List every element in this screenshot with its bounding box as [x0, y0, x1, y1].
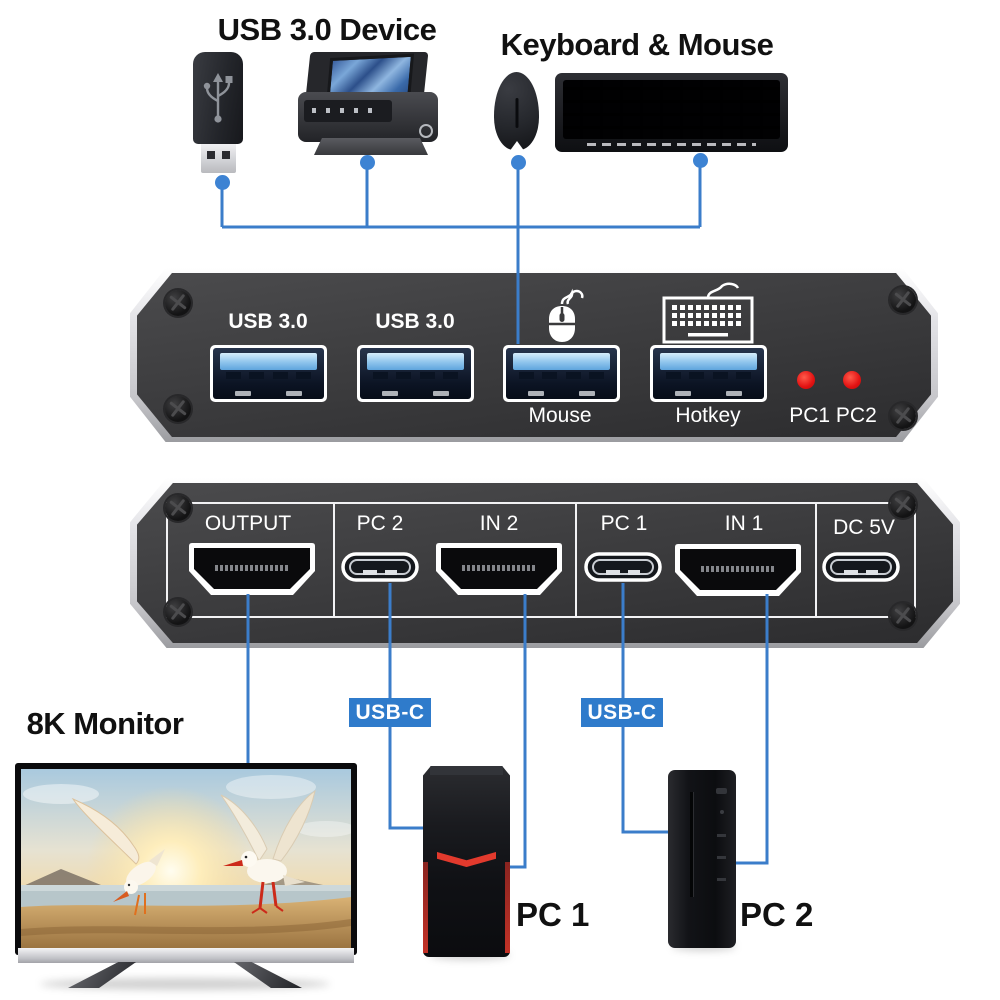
section-divider — [815, 502, 817, 618]
usb-trident-icon — [203, 73, 233, 123]
pc1-red-chevron — [437, 852, 496, 867]
printer-logo — [419, 124, 433, 138]
pc2-port-label: PC 2 — [356, 512, 404, 535]
monitor-base-strip — [18, 948, 354, 963]
screw-icon — [890, 403, 916, 429]
led-labels: PC1 PC2 — [789, 404, 877, 427]
monitor-title: 8K Monitor — [26, 706, 184, 741]
seagull-left — [71, 797, 165, 916]
dc5v-port-label: DC 5V — [833, 516, 895, 539]
mouse-port-label: Mouse — [528, 404, 592, 427]
usb-a-port-mouse — [503, 345, 620, 402]
mouse-icon — [549, 288, 584, 342]
line-pc1-port-to-pc2-tower — [621, 583, 669, 834]
seagull-right — [220, 789, 316, 914]
printer-tray — [314, 138, 428, 155]
led-pc2 — [843, 371, 861, 389]
usb-flash-drive-image — [193, 52, 243, 144]
pc1-label: PC 1 — [516, 896, 590, 933]
keyboard-icon — [662, 282, 754, 344]
keyboard-image — [555, 73, 788, 152]
section-divider — [575, 502, 577, 618]
screw-icon — [890, 287, 916, 313]
front-panel: USB 3.0 USB 3.0 — [130, 268, 938, 442]
screw-icon — [165, 396, 191, 422]
monitor-screen-beach-scene — [21, 769, 356, 956]
pc1-tower-image — [423, 766, 510, 957]
led-pc1 — [797, 371, 815, 389]
hdmi-port-in1 — [675, 544, 801, 596]
usb3-port2-label: USB 3.0 — [375, 310, 455, 333]
pc1-port-label: PC 1 — [600, 512, 648, 535]
screw-icon — [165, 495, 191, 521]
screw-icon — [890, 492, 916, 518]
back-panel-section-frame — [166, 502, 916, 618]
usb-a-port-hotkey — [650, 345, 767, 402]
pc2-drive-slot — [690, 792, 693, 897]
junction-dot-keyboard — [693, 153, 708, 168]
line-pc2-port-to-pc1-tower — [388, 583, 424, 830]
monitor-image — [15, 763, 357, 956]
usbc-badge-1: USB-C — [349, 698, 431, 727]
junction-dot-mouse — [511, 155, 526, 170]
usb-device-title: USB 3.0 Device — [217, 12, 437, 47]
usbc-port-dc5v — [822, 552, 900, 582]
section-divider — [333, 502, 335, 618]
line-in2-to-pc1-tower — [506, 594, 527, 869]
usb-a-port-2 — [357, 345, 474, 402]
hotkey-port-label: Hotkey — [675, 404, 741, 427]
usb-connector — [201, 144, 236, 173]
hdmi-port-in2 — [436, 543, 562, 595]
usbc-port-pc1 — [584, 552, 662, 582]
screw-icon — [165, 599, 191, 625]
usb-a-port-1 — [210, 345, 327, 402]
hdmi-port-output — [189, 543, 315, 595]
usbc-badge-2: USB-C — [581, 698, 663, 727]
usb3-port1-label: USB 3.0 — [228, 310, 308, 333]
in2-port-label: IN 2 — [479, 512, 519, 535]
output-port-label: OUTPUT — [204, 512, 292, 535]
printer-control-panel — [304, 100, 392, 122]
screw-icon — [165, 290, 191, 316]
pc2-tower-image — [668, 770, 736, 948]
keyboard-keys — [563, 80, 780, 139]
keyboard-mouse-title: Keyboard & Mouse — [500, 27, 774, 62]
back-panel: OUTPUT PC 2 IN 2 PC 1 IN 1 DC 5V — [130, 478, 960, 648]
usbc-port-pc2 — [341, 552, 419, 582]
pc2-power-button — [716, 788, 727, 794]
mouse-image — [494, 72, 539, 150]
printer-image — [298, 52, 440, 156]
pc2-label: PC 2 — [740, 896, 814, 933]
junction-dot-printer — [360, 155, 375, 170]
line-in1-to-pc2-tower — [736, 594, 769, 865]
junction-dot-flash-drive — [215, 175, 230, 190]
screw-icon — [890, 603, 916, 629]
in1-port-label: IN 1 — [724, 512, 764, 535]
